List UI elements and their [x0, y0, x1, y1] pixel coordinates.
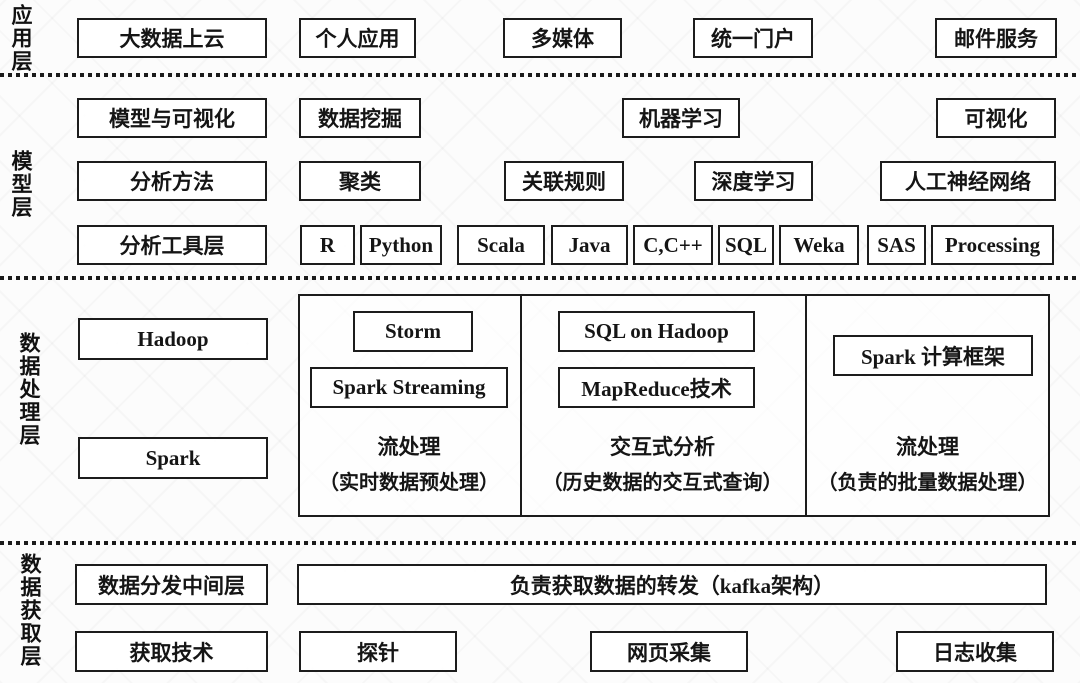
node-multimedia: 多媒体: [503, 18, 622, 58]
node-deep-learning: 深度学习: [694, 161, 813, 201]
node-analysis-method: 分析方法: [77, 161, 267, 201]
node-spark: Spark: [78, 437, 268, 479]
node-spark-framework: Spark 计算框架: [833, 335, 1033, 376]
node-tool-weka: Weka: [779, 225, 859, 265]
panel1-subtitle: （实时数据预处理）: [319, 472, 499, 494]
node-hadoop: Hadoop: [78, 318, 268, 360]
node-unified-portal: 统一门户: [693, 18, 813, 58]
panel1-title: 流处理: [377, 435, 441, 459]
panel-divider-2: [805, 296, 807, 515]
node-visualization: 可视化: [936, 98, 1056, 138]
node-tool-processing: Processing: [931, 225, 1054, 265]
node-clustering: 聚类: [299, 161, 421, 201]
panel2-subtitle: （历史数据的交互式查询）: [542, 472, 783, 494]
node-log-collection: 日志收集: [896, 631, 1054, 672]
node-storm: Storm: [353, 311, 473, 352]
node-web-scraping: 网页采集: [590, 631, 748, 672]
node-tool-c-cpp: C,C++: [633, 225, 713, 265]
layer-label-processing: 数据处理层: [17, 332, 41, 447]
node-tool-sas: SAS: [867, 225, 926, 265]
node-personal-app: 个人应用: [299, 18, 416, 58]
node-analysis-tools-label: 分析工具层: [77, 225, 267, 265]
layer-divider-1: [0, 73, 1080, 77]
panel-divider-1: [520, 296, 522, 515]
node-kafka-forwarding: 负责获取数据的转发（kafka架构）: [297, 564, 1047, 605]
panel3-subtitle: （负责的批量数据处理）: [817, 472, 1038, 494]
node-acquisition-tech: 获取技术: [75, 631, 268, 672]
node-sql-on-hadoop: SQL on Hadoop: [558, 311, 755, 352]
layer-divider-3: [0, 541, 1080, 545]
layer-label-model: 模型层: [9, 150, 33, 219]
layer-label-application: 应用层: [9, 4, 33, 73]
node-mapreduce: MapReduce技术: [558, 367, 755, 408]
node-spark-streaming: Spark Streaming: [310, 367, 508, 408]
node-association-rules: 关联规则: [504, 161, 624, 201]
node-tool-java: Java: [551, 225, 628, 265]
node-machine-learning: 机器学习: [622, 98, 740, 138]
node-artificial-neural-network: 人工神经网络: [880, 161, 1056, 201]
node-tool-sql: SQL: [718, 225, 774, 265]
node-data-distribution-middleware: 数据分发中间层: [75, 564, 268, 605]
layer-divider-2: [0, 276, 1080, 280]
node-model-and-visualization: 模型与可视化: [77, 98, 267, 138]
node-tool-scala: Scala: [457, 225, 545, 265]
node-tool-r: R: [300, 225, 355, 265]
panel3-title: 流处理: [896, 435, 959, 459]
panel2-title: 交互式分析: [610, 435, 715, 459]
node-mail-service: 邮件服务: [935, 18, 1057, 58]
node-big-data-cloud: 大数据上云: [77, 18, 267, 58]
layer-label-acquisition: 数据获取层: [18, 553, 42, 668]
node-data-mining: 数据挖掘: [299, 98, 421, 138]
node-probe: 探针: [299, 631, 457, 672]
node-tool-python: Python: [360, 225, 442, 265]
